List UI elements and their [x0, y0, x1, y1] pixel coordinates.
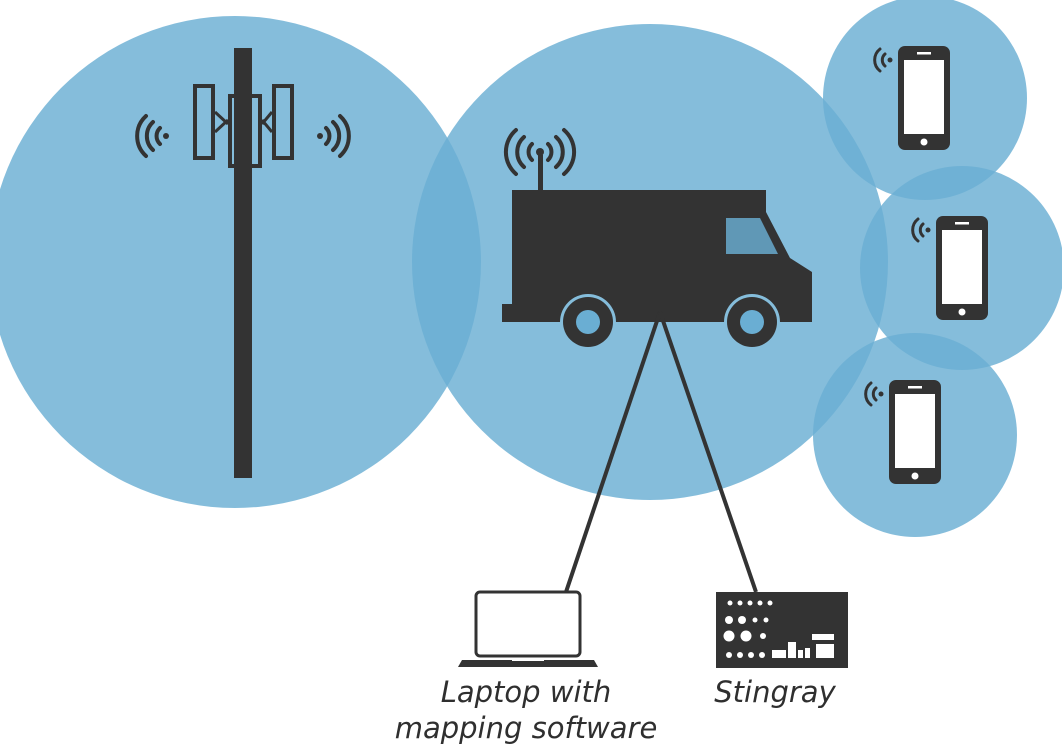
laptop-caption-line-2: mapping software — [394, 711, 658, 745]
laptop-connection-line — [564, 311, 662, 593]
phone-2-signal-icon — [911, 217, 931, 243]
van-icon — [502, 128, 812, 347]
laptop-icon — [458, 590, 598, 667]
phone-3-signal-icon — [864, 381, 884, 407]
stingray-connection-line — [658, 311, 758, 593]
van-signal-waves-icon — [503, 128, 577, 176]
smartphone-icon — [936, 216, 988, 320]
laptop-caption-line-1: Laptop with — [440, 675, 612, 709]
connection-lines — [564, 311, 758, 593]
laptop-caption: Laptop with mapping software — [378, 674, 674, 746]
phone-1-signal-icon — [873, 47, 893, 73]
stingray-device-icon — [716, 592, 848, 668]
cell-tower-icon — [193, 48, 294, 478]
smartphone-icon — [898, 46, 950, 150]
signal-waves-icon — [135, 114, 351, 158]
smartphone-icon — [889, 380, 941, 484]
stingray-caption: Stingray — [690, 674, 860, 710]
stingray-caption-text: Stingray — [714, 675, 836, 709]
